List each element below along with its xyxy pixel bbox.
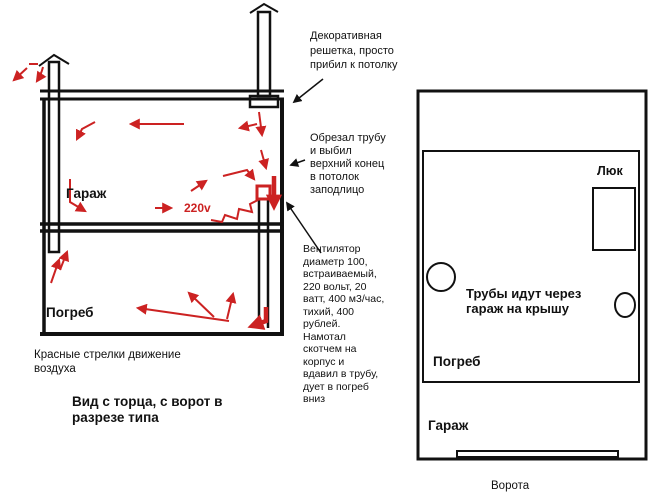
supply-pipe [248, 2, 280, 109]
supply-pipe-cap [249, 2, 279, 14]
exhaust-pipe [38, 53, 70, 254]
annotation-arrows [285, 78, 324, 254]
fan [255, 184, 272, 201]
pipe-opening-right [614, 292, 636, 318]
plan-garage-label: Гараж [428, 418, 469, 433]
exhaust-pipe-body [47, 60, 61, 254]
plan-cellar-label: Погреб [433, 354, 481, 369]
hatch-label: Люк [597, 164, 623, 178]
airflow-arrow [50, 257, 62, 284]
fan-note: Вентилятор диаметр 100, встраиваемый, 22… [303, 243, 385, 405]
airflow-arrow [35, 66, 47, 83]
duct-outlet-arrow [247, 307, 269, 330]
airflow-arrow [187, 291, 215, 318]
grille-note: Декоративная решетка, просто прибил к по… [310, 30, 398, 71]
airflow-arrow [255, 111, 267, 138]
airflow-arrow [222, 168, 256, 181]
ceiling-grille [248, 94, 280, 109]
power-cord [210, 199, 259, 224]
pipe-pointer-arrow [289, 158, 306, 167]
voltage-label: 220v [184, 201, 211, 215]
plan-structure [416, 89, 648, 461]
airflow-arrow [135, 303, 230, 322]
airflow-arrow [69, 179, 87, 213]
pipes-note: Трубы идут через гараж на крышу [466, 286, 582, 316]
gate-label: Ворота [491, 480, 530, 492]
pipe-note: Обрезал трубу и выбил верхний конец в по… [310, 132, 386, 196]
airflow-arrow [76, 121, 96, 141]
gate [456, 450, 619, 458]
plan-outer-wall [416, 89, 648, 461]
grille-pointer-arrow [292, 78, 324, 104]
fan-pointer-arrow [285, 201, 322, 254]
airflow-arrow [258, 149, 269, 171]
airflow-arrow [58, 249, 69, 271]
airflow-arrow [12, 67, 28, 82]
airflow-arrow [190, 179, 208, 192]
pipe-opening-left [426, 262, 456, 292]
section-structure [40, 89, 284, 336]
view-caption: Вид с торца, с ворот в разрезе типа [72, 394, 223, 425]
plan-cellar-outline [422, 150, 640, 383]
hatch [592, 187, 636, 251]
garage-label: Гараж [66, 186, 107, 201]
red-arrows-legend: Красные стрелки движение воздуха [34, 349, 181, 375]
cellar-label: Погреб [46, 305, 94, 320]
fan-duct [255, 184, 272, 328]
exhaust-pipe-cap [38, 53, 70, 67]
airflow-arrow [237, 120, 258, 132]
supply-pipe-body [256, 10, 272, 98]
airflow-arrow [225, 291, 237, 320]
airflow-arrows [12, 63, 283, 330]
